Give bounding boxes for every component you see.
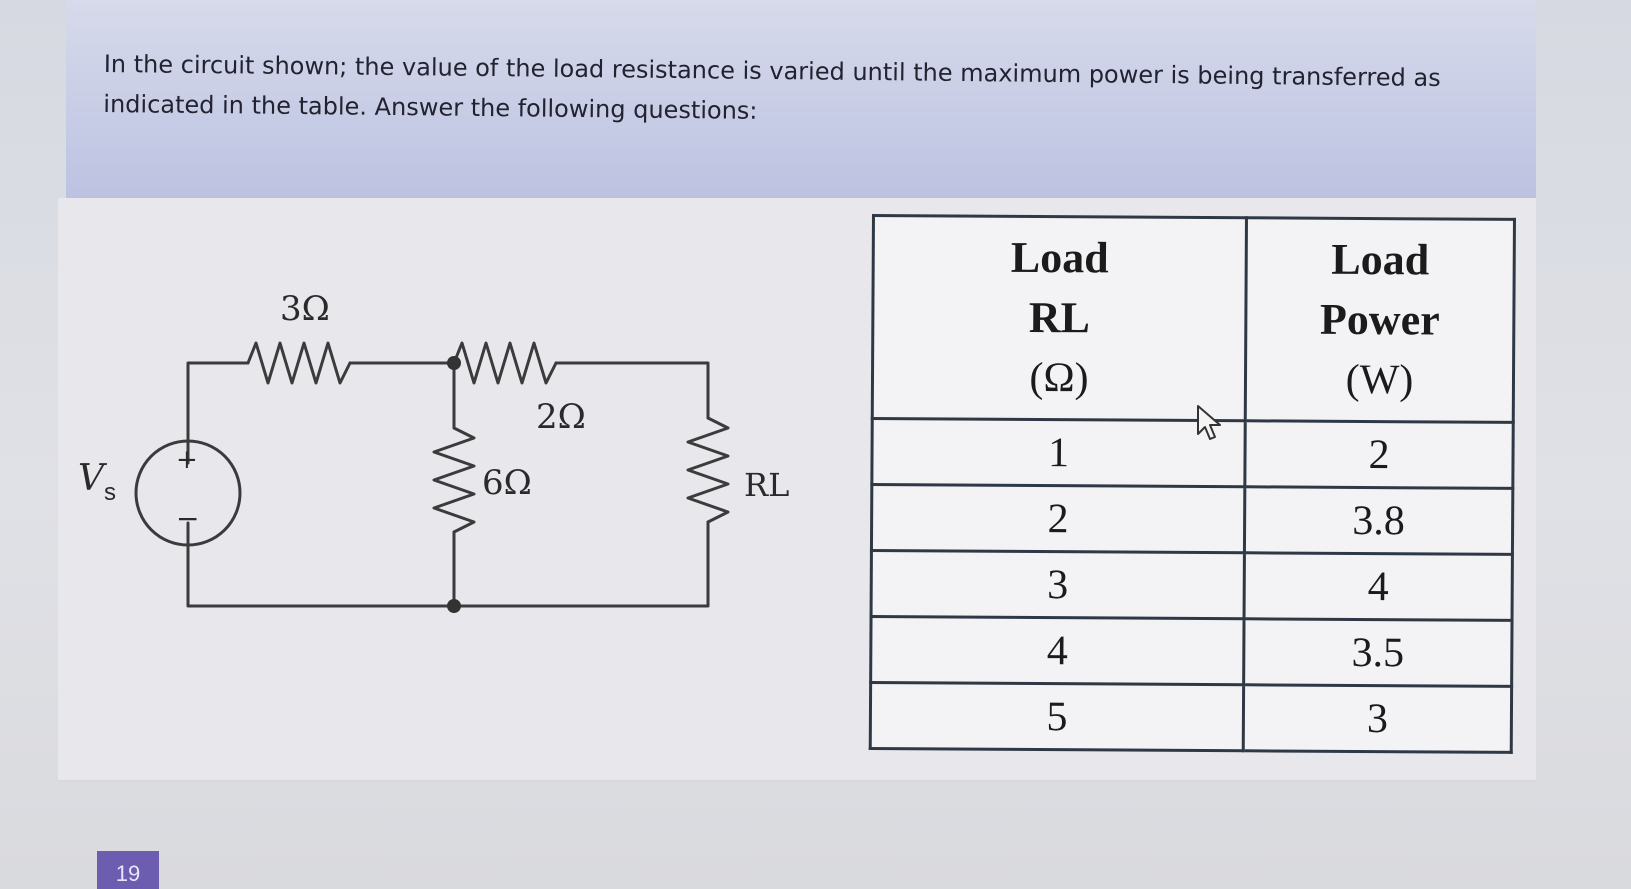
header-rl-line2: RL: [1028, 292, 1091, 343]
cell-power: 2: [1244, 420, 1514, 489]
label-rl: RL: [744, 466, 789, 504]
table-row: 5 3: [870, 682, 1512, 753]
cell-power: 3: [1243, 684, 1512, 753]
header-power-line2: Power: [1319, 294, 1440, 345]
wire-left-top: [186, 361, 250, 465]
header-power-line1: Load: [1331, 234, 1430, 285]
question-text: In the circuit shown; the value of the l…: [103, 44, 1444, 138]
table-row: 1 2: [871, 418, 1514, 489]
label-2-ohm: 2Ω: [536, 397, 586, 437]
cell-rl: 2: [871, 484, 1245, 553]
source-minus: −: [176, 502, 199, 535]
resistor-6-ohm: [432, 426, 476, 534]
source-plus: +: [176, 445, 198, 475]
cell-rl: 3: [871, 550, 1245, 619]
header-load-rl: Load RL (Ω): [872, 215, 1247, 421]
cell-power: 4: [1244, 552, 1513, 621]
mouse-pointer-icon: [1197, 405, 1221, 440]
cell-power: 3.8: [1244, 486, 1513, 555]
table-header-row: Load RL (Ω) Load Power (W): [872, 215, 1515, 423]
table-row: 2 3.8: [871, 484, 1513, 555]
circuit-diagram: 3Ω 2Ω 6Ω RL + − Vs: [78, 289, 789, 613]
header-rl-line1: Load: [1010, 232, 1109, 283]
junction-top: [447, 356, 461, 370]
load-power-table: Load RL (Ω) Load Power (W) 1 2 2 3.8: [868, 214, 1516, 754]
label-3-ohm: 3Ω: [280, 289, 330, 329]
resistor-rl: [686, 416, 730, 524]
cell-rl: 5: [870, 682, 1244, 751]
header-load-power: Load Power (W): [1245, 217, 1515, 423]
voltage-source: [134, 439, 242, 547]
resistor-2-ohm: [452, 341, 558, 385]
junction-bottom: [447, 599, 461, 613]
header-power-unit: (W): [1345, 356, 1414, 404]
question-header: [66, 0, 1536, 198]
cell-rl: 1: [871, 418, 1246, 487]
label-6-ohm: 6Ω: [482, 463, 532, 503]
table-row: 3 4: [871, 550, 1513, 621]
source-label-sub: s: [104, 479, 116, 506]
resistor-3-ohm: [246, 341, 352, 385]
page-number-badge[interactable]: 19: [97, 851, 159, 889]
wire-rl-bottom: [186, 520, 710, 608]
source-label: Vs: [78, 458, 116, 506]
header-rl-unit: (Ω): [1029, 354, 1089, 402]
table-row: 4 3.5: [870, 616, 1513, 687]
wire-top-right: [554, 361, 710, 420]
source-label-v: V: [78, 458, 108, 499]
cell-rl: 4: [870, 616, 1245, 685]
cell-power: 3.5: [1243, 618, 1513, 687]
